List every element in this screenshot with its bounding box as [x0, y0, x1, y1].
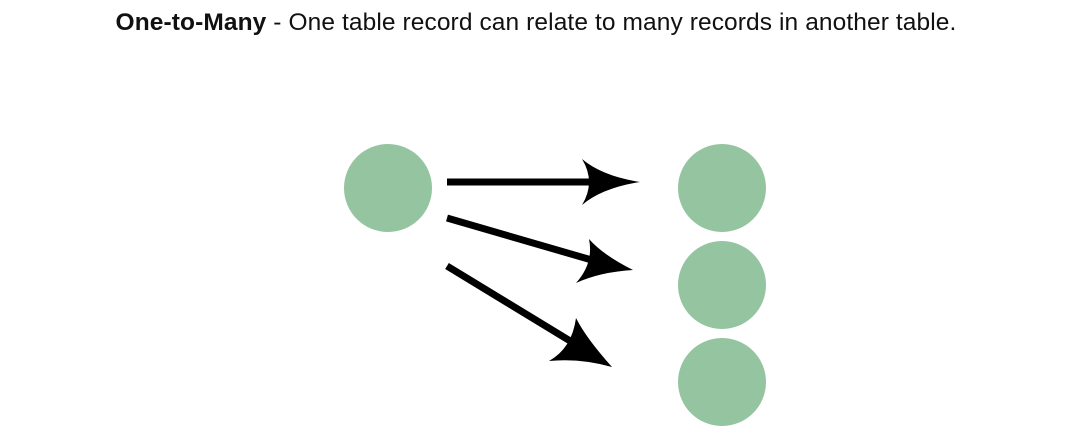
caption-separator: - — [266, 9, 289, 36]
arrow-to-target-1 — [447, 159, 640, 205]
relationship-caption: One-to-Many - One table record can relat… — [0, 6, 1072, 40]
target-record-node-2 — [678, 241, 766, 329]
target-nodes-group — [678, 144, 766, 426]
arrow-to-target-2 — [446, 214, 633, 283]
target-record-node-3 — [678, 338, 766, 426]
relationship-term: One-to-Many — [115, 9, 267, 36]
source-record-node — [344, 144, 432, 232]
relationship-arrows — [445, 159, 640, 367]
relationship-description: One table record can relate to many reco… — [288, 9, 957, 36]
arrow-to-target-3 — [445, 263, 612, 367]
target-record-node-1 — [678, 144, 766, 232]
source-node-group — [344, 144, 432, 232]
